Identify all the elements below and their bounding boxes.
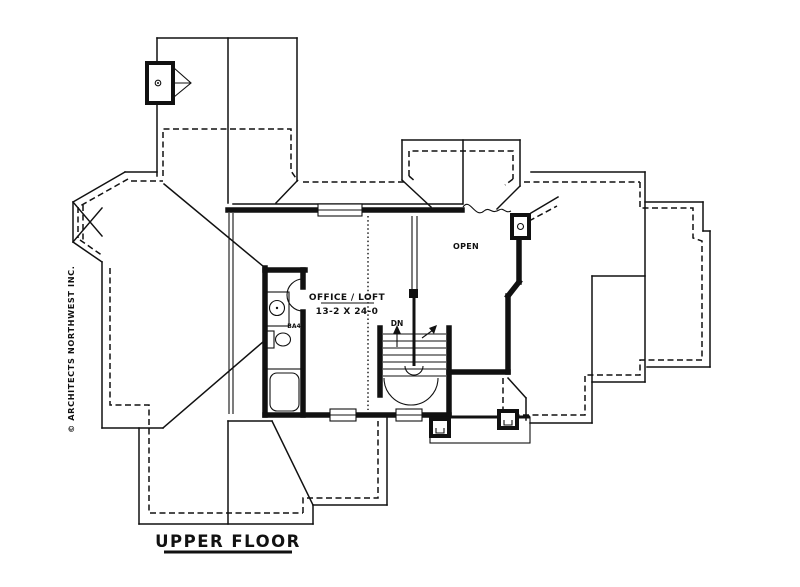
stair-outer-curve [383, 377, 439, 406]
chimney-box [145, 61, 175, 105]
turn-arrow [429, 325, 437, 334]
page-title: UPPER FLOOR [155, 532, 301, 551]
tub-outer [265, 368, 304, 416]
bathroom [265, 278, 304, 416]
roof-dashed-lines [77, 128, 703, 514]
tub-inner [269, 372, 300, 412]
sink [268, 299, 286, 317]
wall-break-squiggle [462, 203, 512, 214]
post-box [510, 213, 531, 240]
annotations: OFFICE / LOFT 13-2 X 24-0 OPEN DN BA4 UP… [66, 242, 479, 554]
deck [429, 409, 531, 444]
toilet-bowl [274, 332, 292, 347]
dn-label: DN [391, 319, 404, 328]
stair-inner-curve [404, 365, 424, 376]
down-arrow [393, 325, 401, 334]
windows [317, 203, 423, 422]
bath-label: BA4 [287, 323, 300, 330]
stairs [367, 216, 446, 410]
rail-post [409, 289, 418, 298]
room-dimensions: 13-2 X 24-0 [316, 307, 379, 317]
room-label: OFFICE / LOFT [309, 293, 386, 303]
vanity [265, 291, 290, 327]
bath-door-arc [286, 278, 304, 312]
toilet-tank [265, 330, 275, 349]
chimney [145, 61, 192, 105]
copyright-text: © ARCHITECTS NORTHWEST INC. [66, 266, 76, 433]
open-label: OPEN [453, 242, 479, 251]
dormer [400, 139, 522, 211]
